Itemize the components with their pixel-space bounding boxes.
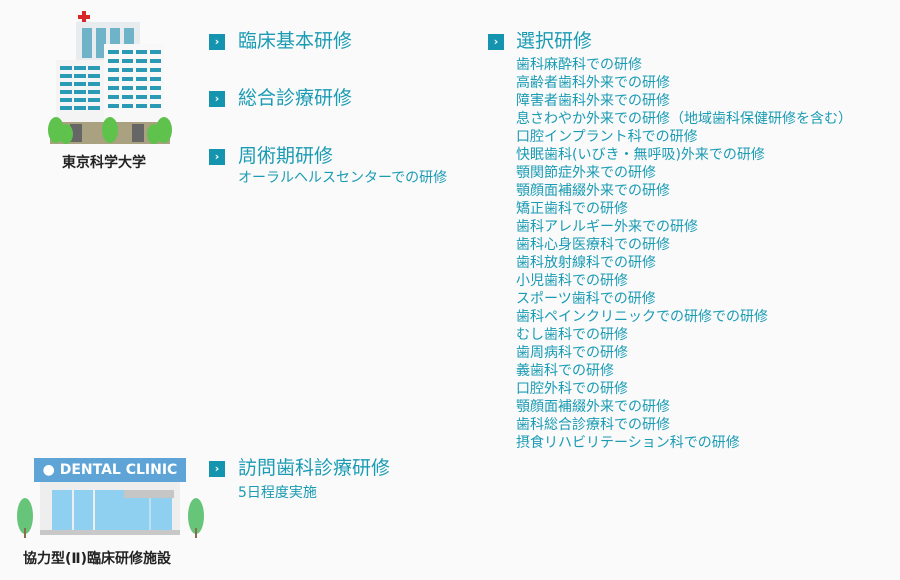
list-item: 歯科総合診療科での研修 (516, 417, 670, 433)
list-item: 義歯科での研修 (516, 363, 614, 379)
list-item: 口腔インプラント科での研修 (516, 129, 698, 145)
clinic-sign-text: DENTAL CLINIC (59, 462, 178, 478)
hospital-illustration (44, 8, 176, 144)
list-item: 摂食リハビリテーション科での研修 (516, 435, 740, 451)
chevron-right-icon: › (209, 149, 225, 165)
list-item: 歯周病科での研修 (516, 345, 628, 361)
list-item: 高齢者歯科外来での研修 (516, 75, 670, 91)
clinic-sign: ● DENTAL CLINIC (34, 458, 186, 482)
clinic-name: 協力型(Ⅱ)臨床研修施設 (23, 551, 172, 567)
list-item: むし歯科での研修 (516, 327, 628, 343)
list-item: 口腔外科での研修 (516, 381, 628, 397)
list-item: 歯科心身医療科での研修 (516, 237, 670, 253)
section-sub-perioperative: オーラルヘルスセンターでの研修 (238, 170, 448, 186)
list-item: 歯科ペインクリニックでの研修での研修 (516, 309, 768, 325)
list-item: 顎関節症外来での研修 (516, 165, 656, 181)
university-name: 東京科学大学 (62, 155, 146, 171)
list-item: 顎顔面補綴外来での研修 (516, 183, 670, 199)
section-title-visiting: 訪問歯科診療研修 (238, 457, 391, 479)
list-item: 快眠歯科(いびき・無呼吸)外来での研修 (516, 147, 765, 163)
chevron-right-icon: › (209, 461, 225, 477)
section-title-perioperative: 周術期研修 (238, 145, 334, 167)
tooth-icon: ● (42, 462, 60, 478)
list-item: 歯科放射線科での研修 (516, 255, 656, 271)
section-sub-visiting: 5日程度実施 (238, 485, 317, 501)
chevron-right-icon: › (209, 34, 225, 50)
list-item: スポーツ歯科での研修 (516, 291, 656, 307)
list-item: 障害者歯科外来での研修 (516, 93, 670, 109)
list-item: 息さわやか外来での研修（地域歯科保健研修を含む） (516, 111, 852, 127)
chevron-right-icon: › (209, 91, 225, 107)
section-title-elective: 選択研修 (516, 30, 593, 52)
section-title-general: 総合診療研修 (238, 87, 353, 109)
elective-list: 歯科麻酔科での研修 高齢者歯科外来での研修 障害者歯科外来での研修 息さわやか外… (516, 56, 852, 452)
list-item: 小児歯科での研修 (516, 273, 628, 289)
list-item: 歯科麻酔科での研修 (516, 57, 642, 73)
section-title-basic: 臨床基本研修 (238, 30, 353, 52)
list-item: 歯科アレルギー外来での研修 (516, 219, 698, 235)
list-item: 顎顔面補綴外来での研修 (516, 399, 670, 415)
list-item: 矯正歯科での研修 (516, 201, 628, 217)
dental-clinic-illustration: ● DENTAL CLINIC (14, 458, 206, 538)
chevron-right-icon: › (488, 34, 504, 50)
